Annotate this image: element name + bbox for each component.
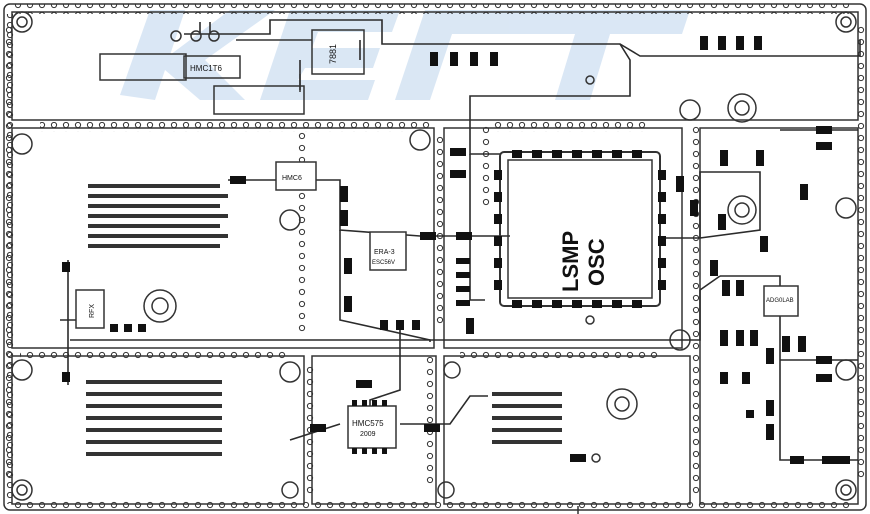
meander-filter-bottom-right xyxy=(492,392,562,444)
amp-chip-label-line1: HMC575 xyxy=(352,419,384,428)
via-stitching xyxy=(4,4,854,510)
osc-label-line1: LSMP xyxy=(558,231,583,292)
osc-label-line2: OSC xyxy=(584,238,609,286)
meander-filter-bottom-left xyxy=(86,380,222,456)
top-reg-label: 7881 xyxy=(328,44,338,64)
watermark-logo xyxy=(120,10,690,100)
mid-chip-label: ERA-3 xyxy=(374,249,395,256)
power-connector-top xyxy=(99,29,365,115)
left-chip-label: RFX xyxy=(89,304,96,318)
left-chip: RFX xyxy=(75,289,105,329)
filter-chip-label: HMC6 xyxy=(282,175,302,182)
amp-chip-label-line2: 2009 xyxy=(360,431,376,438)
right-chip-label: ADG0LAB xyxy=(766,298,794,304)
right-chip: ADG0LAB xyxy=(763,285,799,317)
via-columns xyxy=(5,26,865,494)
mid-chip-sub: ESC56V xyxy=(372,260,395,266)
lsmp-oscillator: LSMP OSC xyxy=(494,150,666,308)
mid-chip: ERA-3 ESC56V xyxy=(369,231,407,271)
meander-filter-top-left xyxy=(88,184,228,248)
smd-components xyxy=(62,36,850,464)
filter-chip: HMC6 xyxy=(275,161,317,191)
mounting-hole xyxy=(11,11,857,501)
top-part-label: HMC1T6 xyxy=(190,64,223,73)
amplifier-chip: HMC575 2009 xyxy=(347,400,397,454)
